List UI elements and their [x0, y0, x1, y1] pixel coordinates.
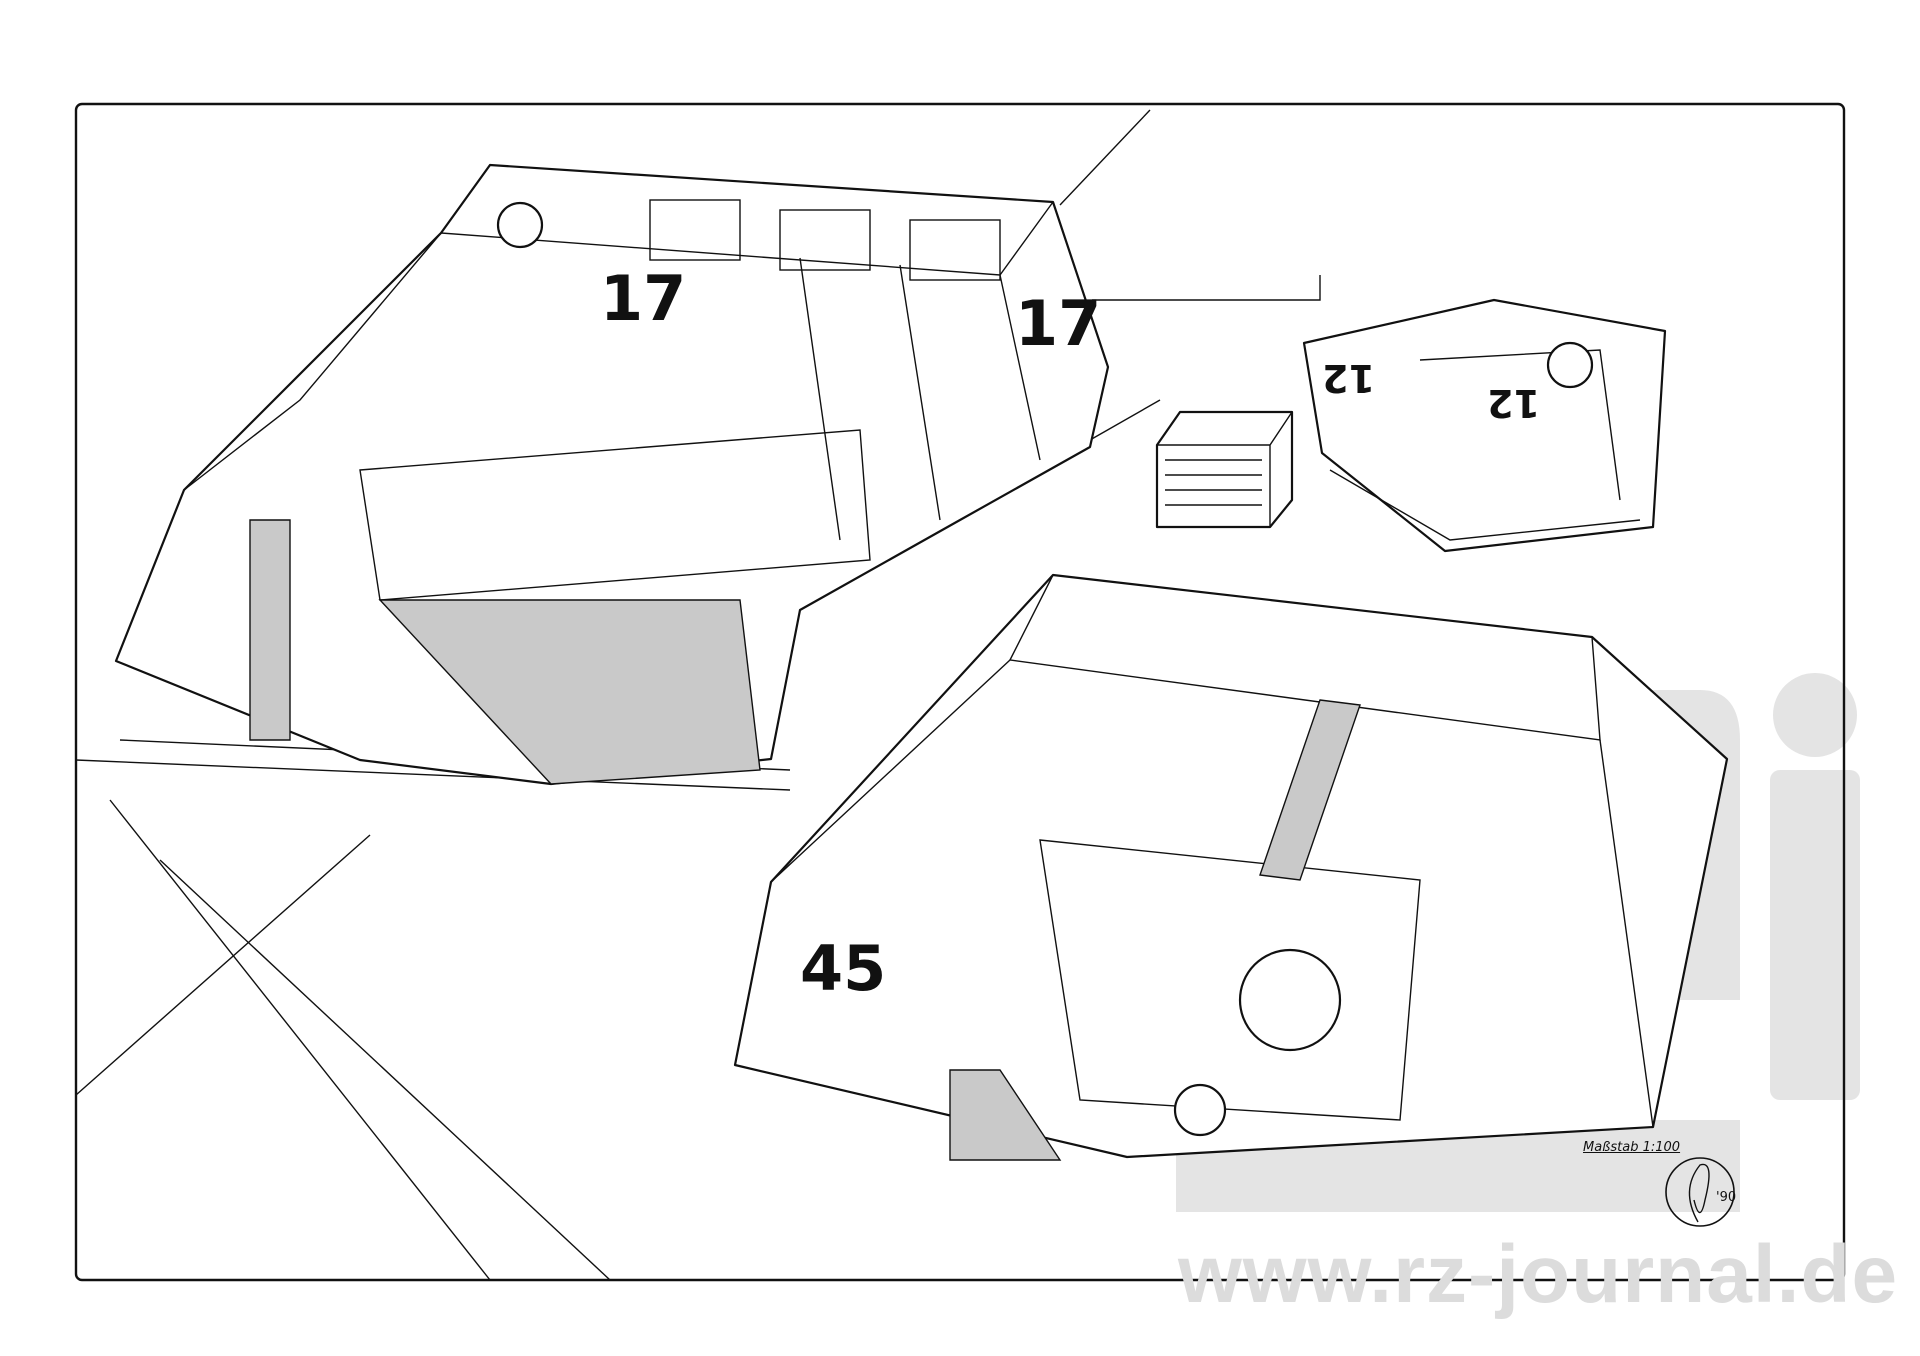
- scale-label: Maßstab 1:100: [1583, 1140, 1681, 1155]
- vehicle-number: 12: [1322, 356, 1375, 400]
- vehicle-number: 17: [1015, 287, 1101, 360]
- ground-grid: [75, 109, 1321, 1281]
- vehicle-number: 17: [600, 262, 686, 335]
- vehicle-45: 45: [733, 573, 1729, 1161]
- signature-year: '90: [1716, 1190, 1737, 1205]
- watermark-url: www.rz-journal.de: [1178, 1229, 1899, 1320]
- drawing-border: [74, 102, 1846, 1282]
- vehicle-number: 12: [1487, 381, 1540, 425]
- tank-12: 12 12: [1302, 298, 1667, 553]
- cargo-crate: [1155, 410, 1294, 529]
- vehicle-number: 45: [800, 932, 886, 1005]
- artist-signature: [1665, 1157, 1735, 1227]
- vehicle-17: 17 17: [114, 163, 1110, 786]
